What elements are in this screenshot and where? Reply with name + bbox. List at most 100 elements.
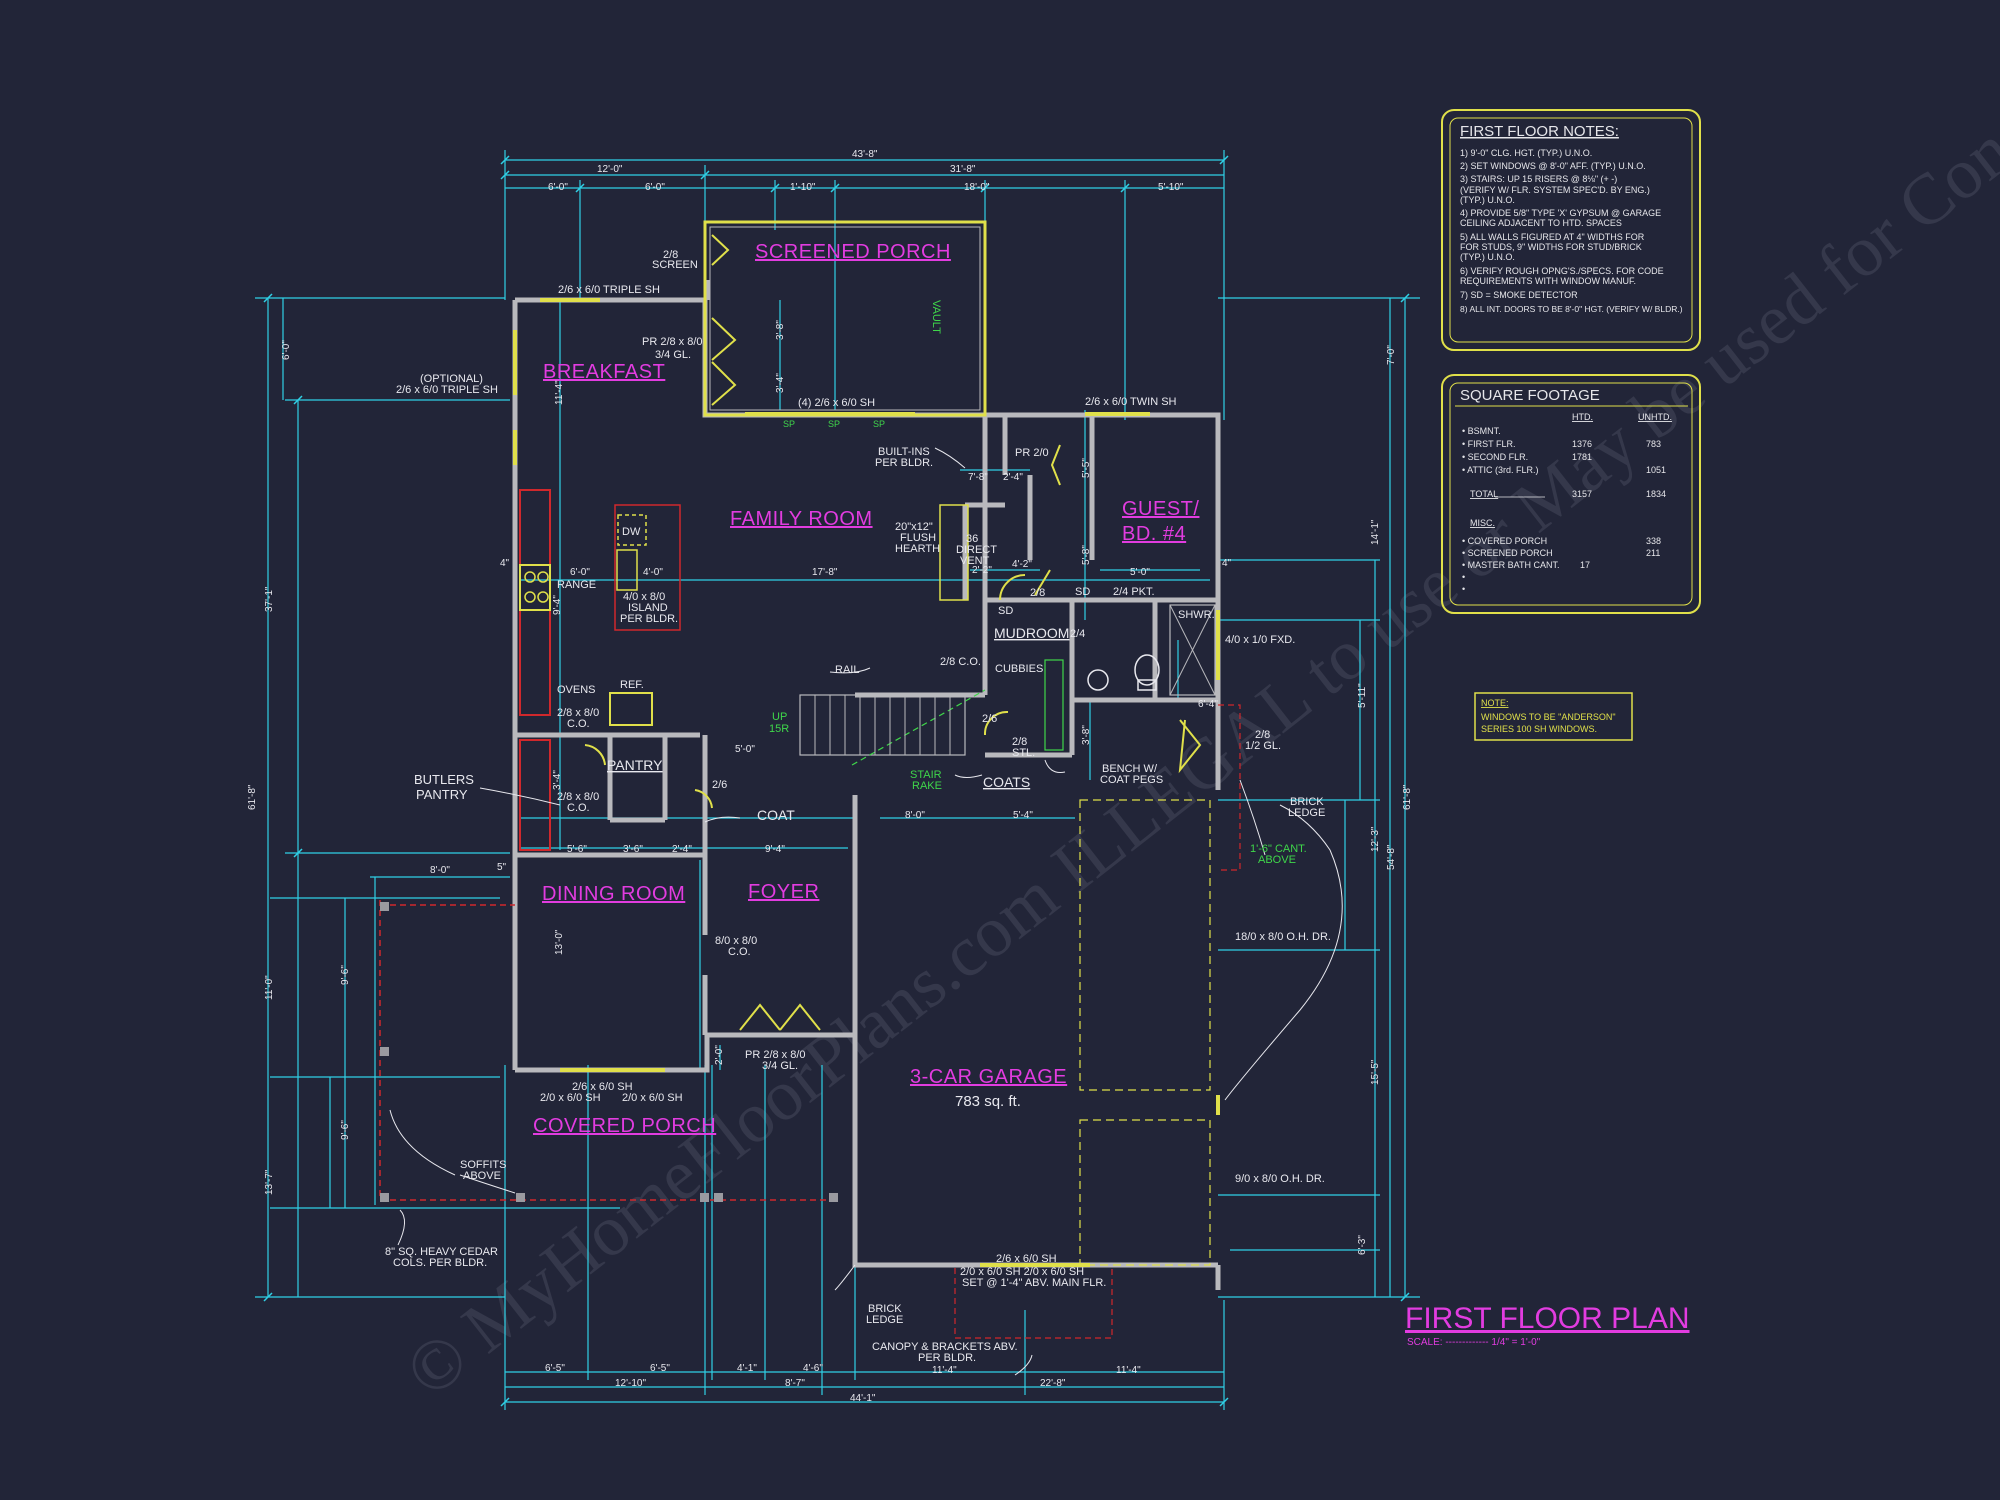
sqft-row-3-label: • SECOND FLR. <box>1462 452 1528 462</box>
sqft-total-htd: 3157 <box>1572 489 1592 499</box>
cedar-cols-label-1: 8" SQ. HEAVY CEDAR <box>385 1246 498 1258</box>
room-pantry: PANTRY <box>607 757 663 773</box>
co-butler-label-2: C.O. <box>567 802 590 814</box>
plan-title: FIRST FLOOR PLAN <box>1405 1302 1690 1335</box>
built-ins-label-1: BUILT-INS <box>878 446 930 458</box>
room-labels: SCREENED PORCH BREAKFAST FAMILY ROOM GUE… <box>533 241 1199 1137</box>
butlers-pantry-label-2: PANTRY <box>416 787 468 802</box>
dim-bottom-total: 44'-1" <box>850 1393 876 1404</box>
dim-left-a: 6'-0" <box>281 340 292 360</box>
dim-top-b: 31'-8" <box>950 164 976 175</box>
dim-kitchen-w1: 6'-0" <box>570 567 590 578</box>
dim-2-2: 2'-2" <box>972 565 992 576</box>
hearth-label-2: FLUSH <box>900 532 936 544</box>
note-line-12: REQUIREMENTS WITH WINDOW MANUF. <box>1460 276 1636 286</box>
note-line-6: 4) PROVIDE 5/8" TYPE 'X' GYPSUM @ GARAGE <box>1460 208 1661 218</box>
front-window-2: 2/0 x 6/0 SH <box>540 1092 601 1104</box>
island-label-1: 4/0 x 8/0 <box>623 591 665 603</box>
room-breakfast: BREAKFAST <box>543 361 665 383</box>
15r-label: 15R <box>769 723 789 735</box>
dim-9-4b: 9'-4" <box>765 844 785 855</box>
dim-5-4: 5'-4" <box>1013 810 1033 821</box>
sqft-misc-3-label: • MASTER BATH CANT. <box>1462 560 1560 570</box>
cubbies-label: CUBBIES <box>995 663 1043 675</box>
canopy-label-1: CANOPY & BRACKETS ABV. <box>872 1341 1018 1353</box>
first-floor-notes-box: FIRST FLOOR NOTES: 1) 9'-0" CLG. HGT. (T… <box>1441 109 1701 351</box>
dw-label: DW <box>622 526 641 538</box>
garage-window-3: SET @ 1'-4" ABV. MAIN FLR. <box>962 1277 1106 1289</box>
sqft-row-2-label: • FIRST FLR. <box>1462 439 1516 449</box>
brick-ledge-right-2: LEDGE <box>1288 807 1325 819</box>
brick-ledge-right-1: BRICK <box>1290 796 1324 808</box>
twin-sh-label: 2/6 x 6/0 TWIN SH <box>1085 396 1177 408</box>
dim-family-w: 17'-8" <box>812 567 838 578</box>
stair-rake-label-2: RAKE <box>912 780 942 792</box>
sqft-col-htd: HTD. <box>1572 412 1593 422</box>
window-note-box: NOTE: WINDOWS TO BE "ANDERSON" SERIES 10… <box>1474 692 1633 741</box>
co-kitchen-label-2: C.O. <box>567 718 590 730</box>
pocket-door-label: 2/4 PKT. <box>1113 586 1155 598</box>
co-80-label-1: 8/0 x 8/0 <box>715 935 757 947</box>
sqft-misc-1-label: • COVERED PORCH <box>1462 536 1547 546</box>
bench-label-1: BENCH W/ <box>1102 763 1158 775</box>
dim-8-0: 8'-0" <box>905 810 925 821</box>
room-mudroom: MUDROOM <box>994 625 1069 641</box>
vent-label-2: DIRECT <box>956 544 997 556</box>
sp-label-3: SP <box>873 419 885 429</box>
note-line-10: (TYP.) U.N.O. <box>1460 252 1515 262</box>
sqft-row-2-unhtd: 783 <box>1646 439 1661 449</box>
porch-columns <box>380 902 838 1202</box>
door-24-label: 2/4 <box>1070 628 1085 640</box>
half-glass-door-1: 2/8 <box>1255 729 1270 741</box>
dim-top-c3: 1'-10" <box>790 182 816 193</box>
dim-bottom-b1: 12'-10" <box>615 1378 646 1389</box>
garage-window-2: 2/0 x 6/0 SH 2/0 x 6/0 SH <box>960 1266 1084 1278</box>
stl-door-label-1: 2/8 <box>1012 736 1027 748</box>
dim-porch-w: 8'-0" <box>430 865 450 876</box>
pr-door-back-1: PR 2/8 x 8/0 <box>642 336 703 348</box>
ovens-label: OVENS <box>557 684 596 696</box>
room-foyer: FOYER <box>748 881 819 903</box>
sqft-misc-3-htd: 17 <box>1580 560 1590 570</box>
note-line-1: 1) 9'-0" CLG. HGT. (TYP.) U.N.O. <box>1460 148 1592 158</box>
window-note-line-1: WINDOWS TO BE "ANDERSON" <box>1481 712 1616 722</box>
room-dining-room: DINING ROOM <box>542 883 685 905</box>
vent-label-1: 36 <box>966 533 978 545</box>
dim-right-e: 12'-3" <box>1370 826 1381 852</box>
dim-9-6b: 9'-6" <box>340 1120 351 1140</box>
dim-left-total: 61'-8" <box>247 784 258 810</box>
dim-7-8: 7'-8" <box>968 472 988 483</box>
dimension-ticks <box>263 155 1410 1407</box>
notes-title: FIRST FLOOR NOTES: <box>1460 123 1619 140</box>
garage-window-1: 2/6 x 6/0 SH <box>996 1253 1057 1265</box>
sqft-misc-label: MISC. <box>1470 518 1495 528</box>
coat-label: COAT <box>757 807 795 823</box>
dim-4-2: 4'-2" <box>1012 559 1032 570</box>
sqft-misc-1-unhtd: 338 <box>1646 536 1661 546</box>
half-glass-door-2: 1/2 GL. <box>1245 740 1281 752</box>
dim-4in-right: 4" <box>1222 558 1232 569</box>
brick-ledge-bottom-1: BRICK <box>868 1303 902 1315</box>
dim-right-c: 61'-8" <box>1402 784 1413 810</box>
dim-porch-5in: 5" <box>497 862 507 873</box>
dim-bottom-a4: 4'-6" <box>803 1363 823 1374</box>
dim-2-4: 2'-4" <box>1003 472 1023 483</box>
annotations: 2/8 SCREEN 2/6 x 6/0 TRIPLE SH (OPTIONAL… <box>385 249 1331 1364</box>
sqft-title: SQUARE FOOTAGE <box>1460 387 1600 404</box>
dimension-text: 43'-8" 12'-0" 31'-8" 6'-0" 6'-0" 1'-10" … <box>247 149 1413 1404</box>
cant-label-2: ABOVE <box>1258 854 1296 866</box>
dim-3-6: 3'-6" <box>623 844 643 855</box>
window-note-line-2: SERIES 100 SH WINDOWS. <box>1481 724 1597 734</box>
sqft-misc-2-unhtd: 211 <box>1646 548 1660 558</box>
dim-right-d: 5'-11" <box>1357 683 1368 708</box>
note-line-4: (VERIFY W/ FLR. SYSTEM SPEC'D. BY ENG.) <box>1460 185 1650 195</box>
sqft-row-2-htd: 1376 <box>1572 439 1592 449</box>
coats-label: COATS <box>983 774 1030 790</box>
stl-door-label-2: STL. <box>1012 747 1035 759</box>
note-line-11: 6) VERIFY ROUGH OPNG'S./SPECS. FOR CODE <box>1460 266 1664 276</box>
oh-door-1-label: 18/0 x 8/0 O.H. DR. <box>1235 931 1331 943</box>
dim-9-6: 9'-6" <box>340 965 351 985</box>
dim-bottom-a2: 6'-5" <box>650 1363 670 1374</box>
doors <box>584 234 1202 1031</box>
built-ins-label-2: PER BLDR. <box>875 457 933 469</box>
